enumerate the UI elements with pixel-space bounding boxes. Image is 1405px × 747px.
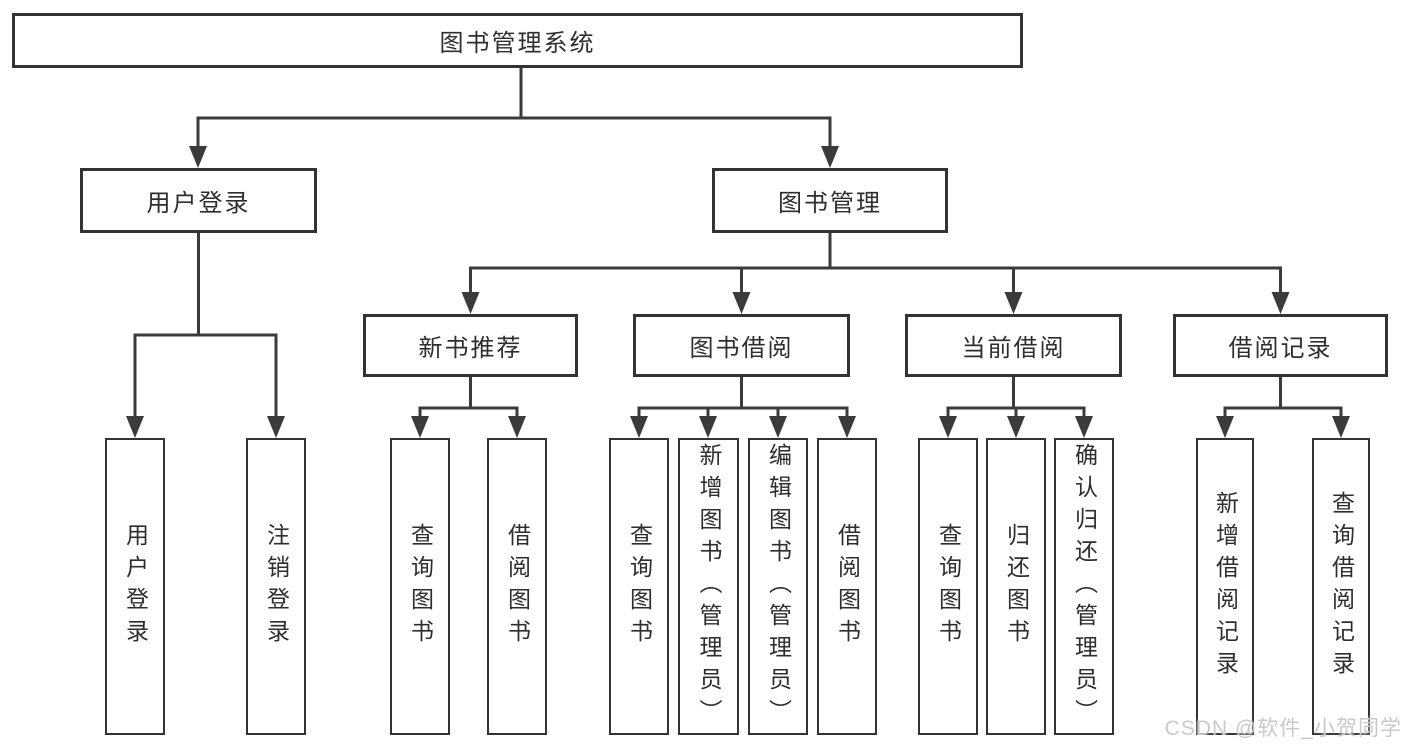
node-label: 查询借阅记录 (1328, 490, 1355, 683)
node-label: 新增图书（管理员） (696, 442, 722, 731)
csdn-watermark: CSDN @软件_小贺同学 (1164, 717, 1402, 740)
connector-bookmgmt-to-level3 (461, 233, 1290, 314)
node-label: 图书借阅 (689, 335, 794, 362)
leaf-add-borrow-record: 新增借阅记录 (1196, 438, 1254, 735)
leaf-borrow-query-books: 查询图书 (609, 438, 669, 735)
leaf-return-books: 归还图书 (986, 438, 1046, 735)
node-label: 图书管理 (778, 190, 882, 217)
node-label: 当前借阅 (961, 335, 1066, 362)
node-label: 查询图书 (935, 522, 962, 651)
node-current-borrowing: 当前借阅 (905, 314, 1122, 377)
leaf-confirm-return-admin: 确认归还（管理员） (1054, 438, 1114, 735)
leaf-logout: 注销登录 (246, 438, 306, 735)
node-label: 用户登录 (122, 522, 149, 651)
connector-borrowrecords-to-leaves (1216, 377, 1350, 438)
leaf-user-login: 用户登录 (105, 438, 165, 735)
node-label: 确认归还（管理员） (1071, 442, 1098, 731)
node-borrowing-records: 借阅记录 (1173, 314, 1388, 377)
node-label: 借阅记录 (1228, 335, 1333, 362)
leaf-query-borrow-record: 查询借阅记录 (1312, 438, 1370, 735)
node-label: 新书推荐 (418, 335, 523, 362)
leaf-recommend-borrow-books: 借阅图书 (487, 438, 547, 735)
node-label: 查询图书 (407, 522, 434, 651)
leaf-borrow-books: 借阅图书 (817, 438, 877, 735)
leaf-current-query-books: 查询图书 (918, 438, 978, 735)
node-book-management: 图书管理 (712, 168, 948, 233)
node-label: 注销登录 (263, 522, 290, 651)
node-new-book-recommendation: 新书推荐 (363, 314, 578, 377)
node-label: 借阅图书 (834, 522, 861, 651)
connector-root-to-level2 (189, 68, 839, 168)
connector-newbookrec-to-leaves (411, 377, 526, 438)
node-library-management-system: 图书管理系统 (12, 13, 1023, 68)
node-label: 借阅图书 (504, 522, 531, 651)
node-label: 图书管理系统 (439, 30, 596, 57)
node-label: 归还图书 (1003, 522, 1030, 651)
connector-userlogin-to-leaves (126, 233, 285, 438)
node-label: 新增借阅记录 (1212, 490, 1239, 683)
leaf-edit-books-admin: 编辑图书（管理员） (748, 438, 808, 735)
node-book-borrowing: 图书借阅 (633, 314, 850, 377)
node-user-login: 用户登录 (80, 168, 317, 233)
leaf-recommend-query-books: 查询图书 (390, 438, 450, 735)
node-label: 用户登录 (146, 190, 251, 217)
connector-currentborrow-to-leaves (939, 377, 1093, 438)
node-label: 编辑图书（管理员） (765, 442, 792, 731)
node-label: 查询图书 (626, 522, 653, 651)
leaf-add-books-admin: 新增图书（管理员） (678, 438, 739, 735)
connector-bookborrow-to-leaves (630, 377, 856, 438)
